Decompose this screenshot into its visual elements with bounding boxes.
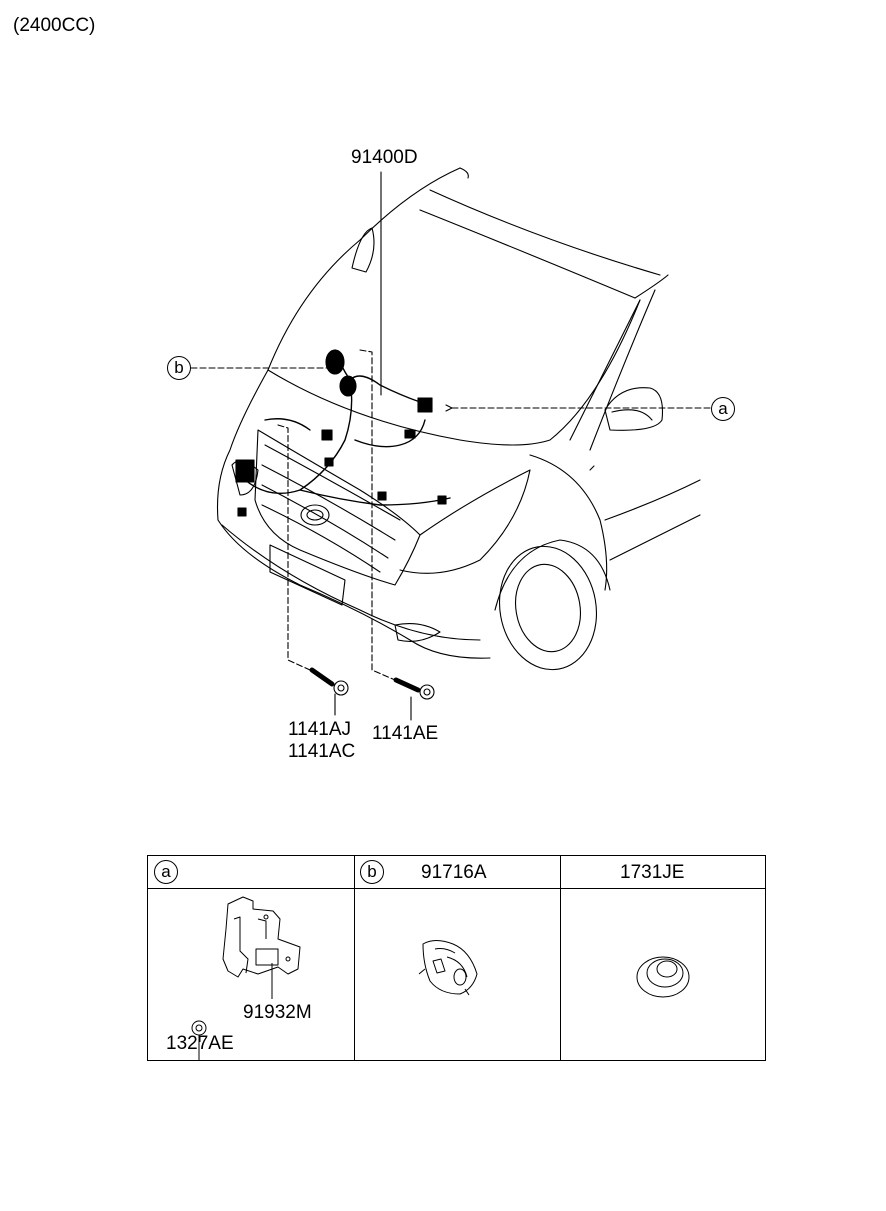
- connector-drawing: [418, 940, 478, 996]
- callout-b: b: [167, 356, 191, 380]
- wheel-arch: [494, 539, 611, 611]
- hood-outline: [267, 167, 461, 371]
- engine-spec-label: (2400CC): [13, 15, 96, 36]
- label-1141ae: 1141AE: [372, 723, 439, 744]
- grille: [254, 429, 421, 586]
- wheel: [498, 545, 598, 671]
- grommet-drawing: [636, 956, 690, 998]
- bolt-1141ae: [393, 677, 435, 721]
- bolt-1141aj: [309, 667, 349, 716]
- table-callout-a: a: [154, 860, 178, 884]
- label-1327ae: 1327AE: [166, 1033, 234, 1054]
- wiring-harness: [244, 375, 421, 494]
- connector-box: [235, 459, 255, 483]
- mirror: [604, 387, 664, 431]
- label-1731je: 1731JE: [620, 862, 685, 883]
- vehicle-front-diagram: [190, 167, 711, 721]
- label-91400d: 91400D: [351, 147, 418, 168]
- label-91716a: 91716A: [421, 862, 487, 883]
- bracket-drawing: [191, 896, 301, 1060]
- parts-table: a b 91716A 1731JE 91932M 1327AE: [147, 855, 766, 1061]
- nut-1327ae: [191, 1020, 207, 1060]
- table-callout-b: b: [360, 860, 384, 884]
- callout-a: a: [711, 397, 735, 421]
- hyundai-logo: [300, 504, 330, 526]
- label-1141ac: 1141AC: [288, 741, 356, 762]
- label-1141aj: 1141AJ: [288, 719, 352, 740]
- label-91932m: 91932M: [243, 1002, 312, 1023]
